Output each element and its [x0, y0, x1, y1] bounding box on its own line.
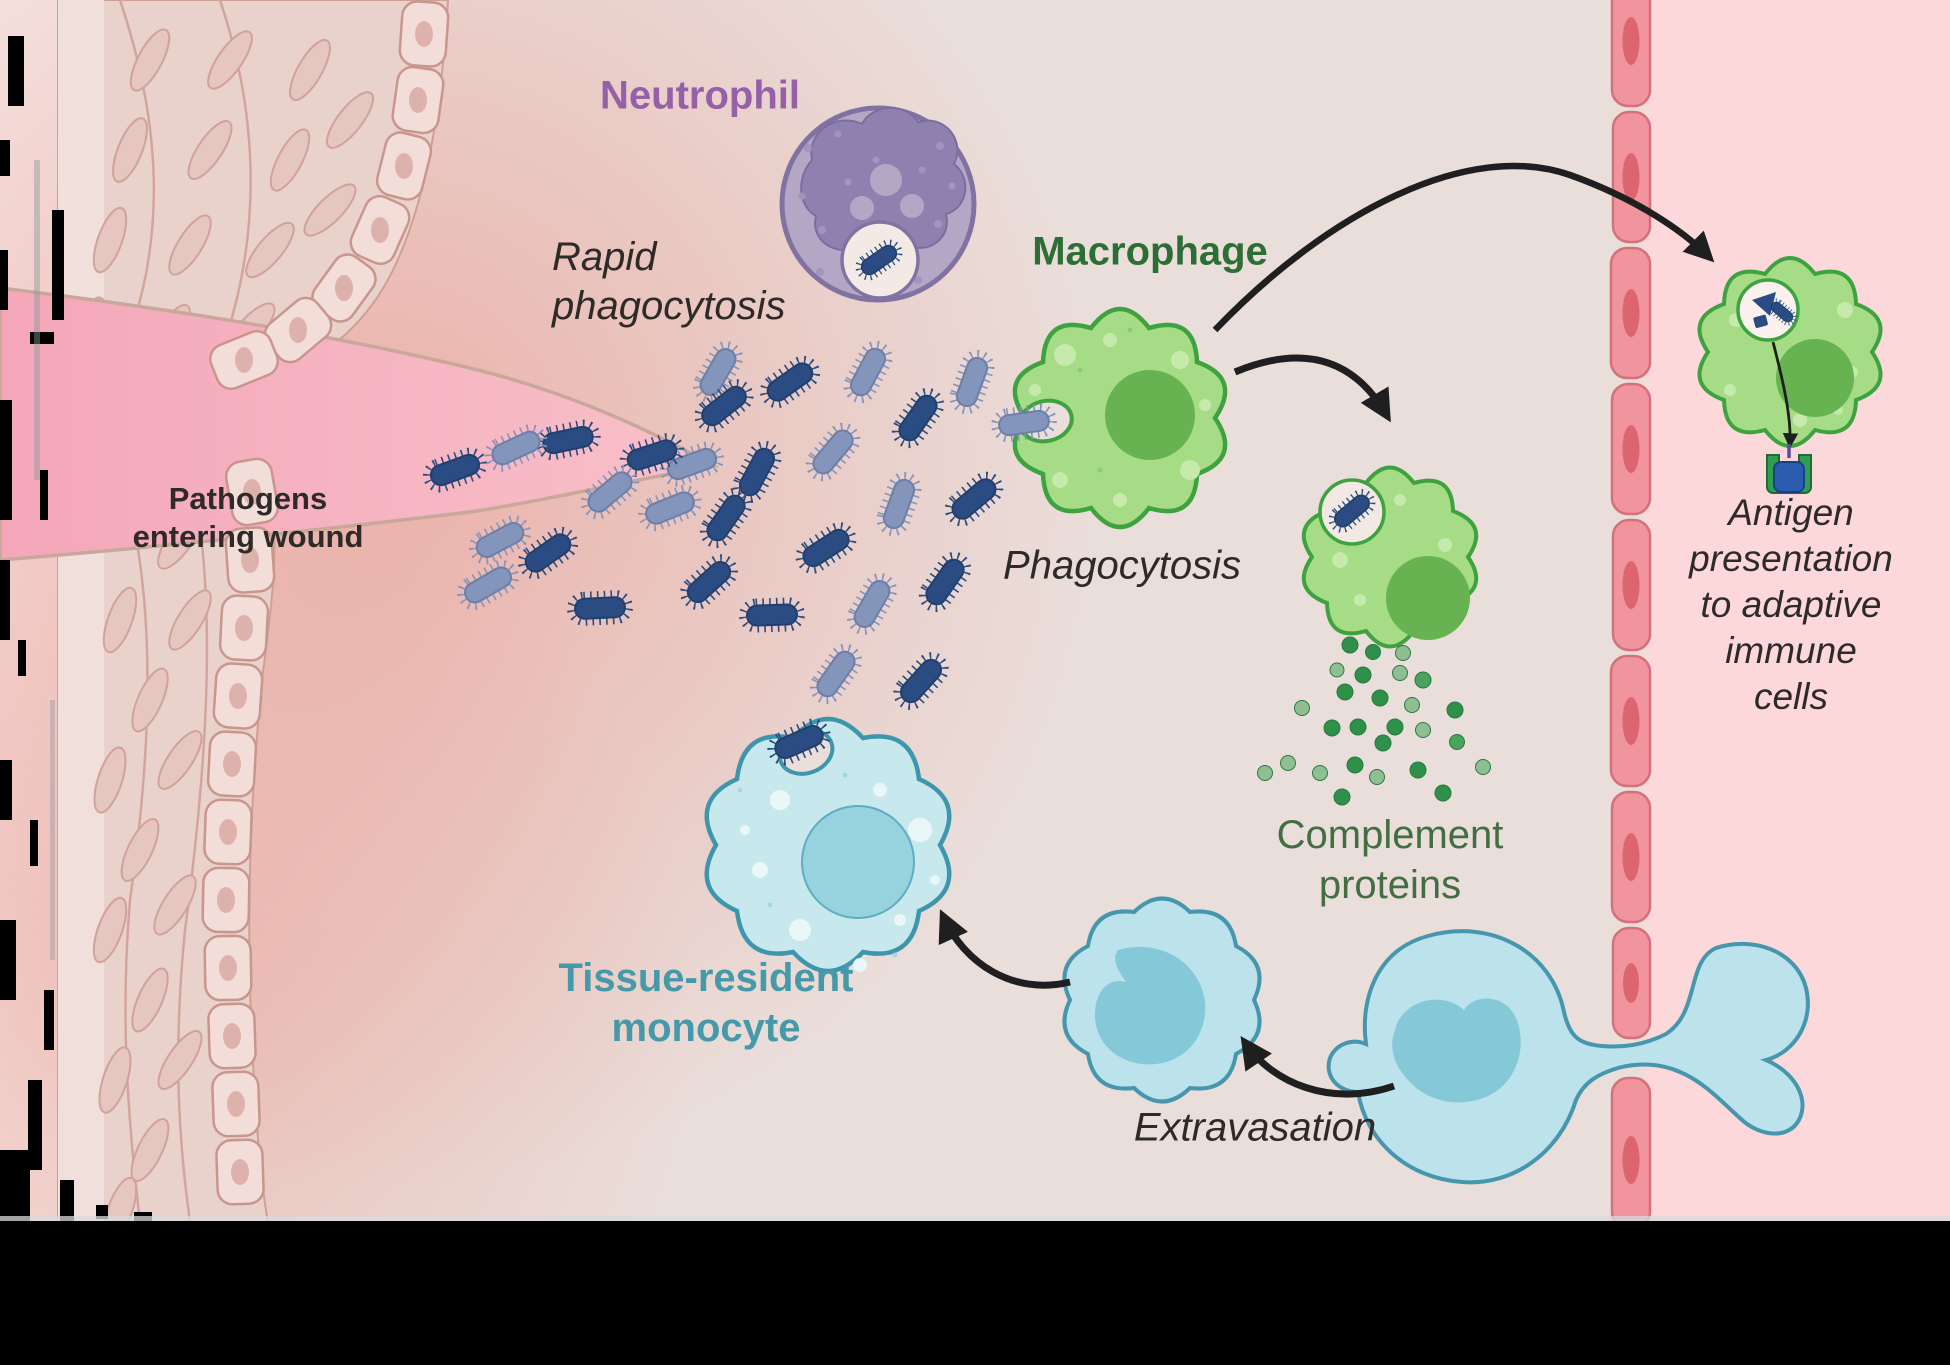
macrophage-nucleus [1105, 370, 1195, 460]
phagocytosis-label: Phagocytosis [1003, 543, 1241, 588]
monocyte-nucleus [801, 805, 915, 919]
extravasating-monocyte-cell [1326, 929, 1810, 1185]
neutrophil-label: Neutrophil [600, 73, 800, 118]
monocyte-nucleus [1094, 946, 1206, 1065]
neutrophil-cell [779, 105, 977, 303]
arrow-macrophage-to-antigen-presentation [1212, 162, 1715, 333]
bottom-black-bar [0, 1221, 1950, 1365]
macrophage-cell-secreting [1301, 465, 1479, 649]
mhc-antigen-receptor-icon [1766, 454, 1812, 494]
epithelium-columnar-cells [201, 0, 450, 1206]
arrow-extravasation-step2 [938, 909, 1071, 989]
macrophage-vesicles [1029, 333, 1211, 507]
extravasated-monocyte-cell [1062, 896, 1262, 1104]
antigen-processing-arrow [1771, 341, 1799, 449]
image-glitch-artifacts [0, 36, 152, 1222]
arrow-macrophage-to-secreting-macrophage [1233, 354, 1391, 423]
antigen-presenting-macrophage-cell [1697, 256, 1883, 494]
macrophage-label: Macrophage [1032, 229, 1268, 274]
pathogens-entering-wound-label: Pathogens entering wound [132, 481, 364, 554]
macrophage-nucleus [1776, 339, 1854, 417]
neutrophil-granules [798, 130, 956, 284]
macrophage-cell [993, 306, 1228, 530]
monocyte-nucleus [1392, 998, 1521, 1103]
monocyte-vesicles [740, 783, 940, 972]
extravasation-label: Extravasation [1133, 1105, 1377, 1150]
complement-proteins [1257, 636, 1491, 806]
complement-proteins-label: Complement proteins [1276, 813, 1504, 907]
frame-edge-strip [0, 1216, 1950, 1221]
antigen-presentation-label: Antigen presentation to adaptive immune … [1689, 492, 1893, 717]
arrow-extravasation-step1 [1240, 1036, 1396, 1098]
tissue-resident-monocyte-label: Tissue-resident monocyte [558, 956, 854, 1050]
epidermis-outer-layer [58, 470, 104, 1222]
rapid-phagocytosis-label: Rapid phagocytosis [552, 235, 786, 328]
tissue-resident-monocyte-cell [704, 718, 952, 974]
digested-bacterium-fragment [1753, 314, 1768, 328]
flow-arrows [938, 162, 1715, 1098]
macrophage-nucleus [1386, 556, 1470, 640]
vessel-endothelium-wall [1609, 0, 1652, 1230]
